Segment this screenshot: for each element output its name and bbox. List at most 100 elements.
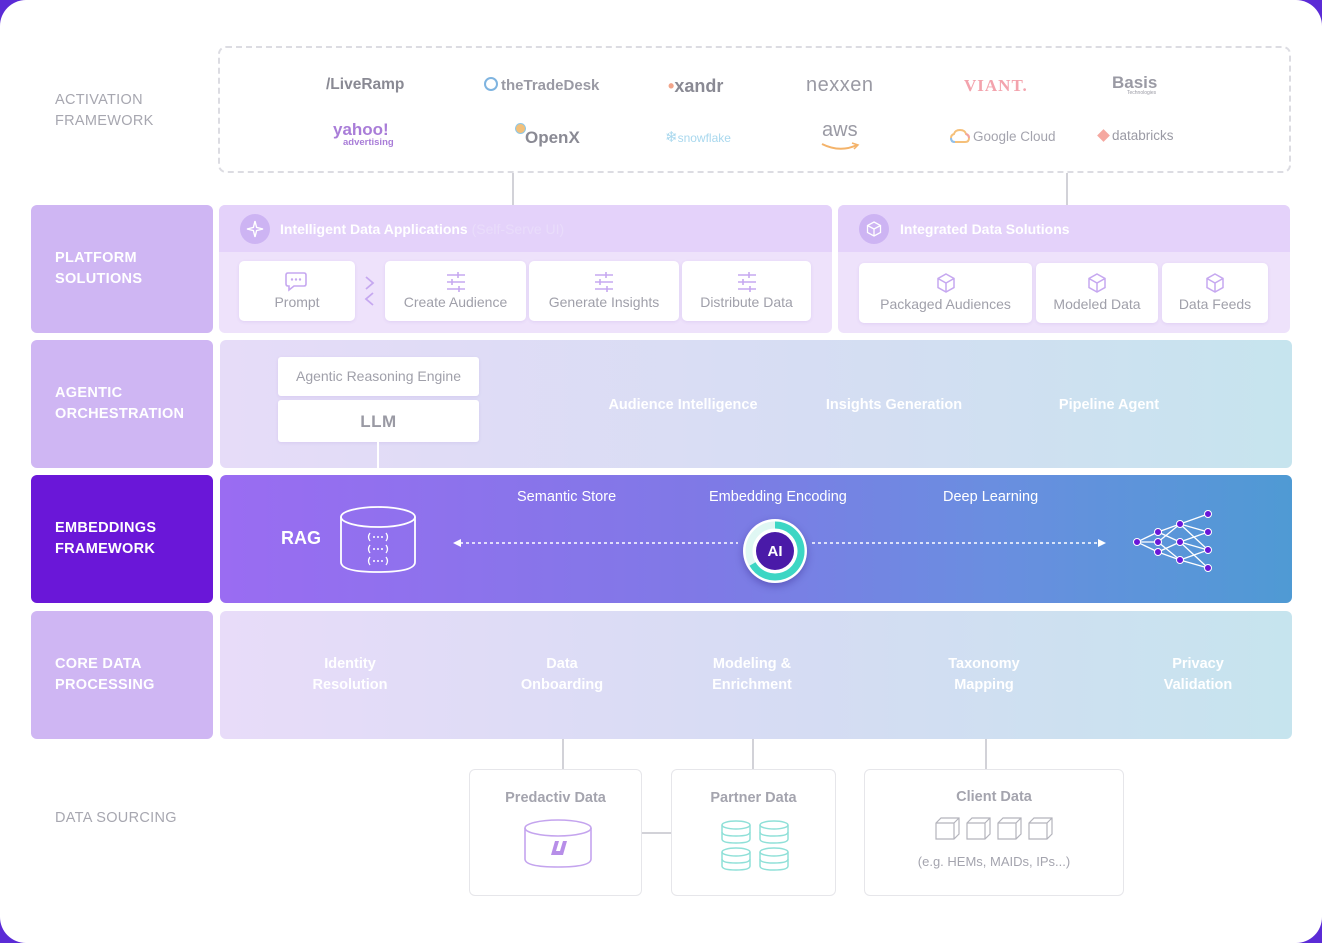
row-label-platform-text: PLATFORM SOLUTIONS: [55, 250, 143, 287]
logo-openx: OpenX: [515, 123, 580, 148]
card-packaged-audiences[interactable]: Packaged Audiences: [859, 263, 1032, 323]
core-item-data-onboarding: Data Onboarding: [520, 656, 604, 693]
neural-network-icon: [1133, 510, 1212, 572]
logo-tradedesk-text: theTradeDesk: [501, 77, 600, 94]
connector-client: [985, 739, 987, 770]
source-predactiv-title: Predactiv Data: [505, 790, 606, 806]
logo-basis-text: Basis: [1112, 73, 1158, 92]
agentic-item-insights-generation: Insights Generation: [825, 397, 963, 413]
logo-openx-text: OpenX: [525, 128, 580, 147]
embeddings-deep-learning: Deep Learning: [943, 489, 1039, 505]
logo-basis-sub: Technologies: [1127, 90, 1157, 96]
llm-label: LLM: [360, 412, 397, 431]
logo-snowflake: ❄snowflake: [665, 128, 731, 146]
source-client-note: (e.g. HEMs, MAIDs, IPs...): [917, 854, 1071, 869]
card-modeled-data-label: Modeled Data: [1053, 296, 1141, 312]
band-core: [220, 611, 1292, 739]
row-label-embeddings-text: EMBEDDINGS FRAMEWORK: [55, 520, 157, 557]
sliders-icon: [529, 271, 679, 293]
logo-snowflake-text: snowflake: [677, 131, 731, 145]
logo-databricks-text: databricks: [1112, 128, 1174, 143]
card-create-audience[interactable]: Create Audience: [385, 261, 526, 321]
rag-label: RAG: [281, 528, 321, 548]
activation-logos-box: [218, 46, 1291, 173]
embeddings-embedding-encoding: Embedding Encoding: [709, 489, 847, 505]
connector-activation-ida: [512, 173, 514, 205]
connector-partner: [752, 739, 754, 770]
sliders-icon: [682, 271, 811, 293]
client-cubes-icon: [935, 817, 1053, 840]
logo-tradedesk: theTradeDesk: [484, 77, 599, 94]
agentic-reasoning-engine-label: Agentic Reasoning Engine: [295, 368, 461, 384]
logo-liveramp: /LiveRamp: [326, 76, 405, 93]
logo-viant: VIANT.: [964, 76, 1028, 95]
panel-ida-subtitle: (Self-Serve UI): [467, 221, 565, 237]
predactiv-database-icon: [524, 819, 592, 868]
card-packaged-audiences-label: Packaged Audiences: [880, 296, 1011, 312]
panel-ids-header: [838, 205, 1290, 252]
chevrons-icon: [362, 275, 376, 312]
card-create-audience-label: Create Audience: [403, 294, 508, 310]
source-partner-title: Partner Data: [710, 790, 797, 806]
card-data-feeds-label: Data Feeds: [1178, 296, 1252, 312]
logo-aws: aws: [821, 119, 860, 150]
llm-box[interactable]: LLM: [278, 400, 479, 442]
row-label-sourcing: DATA SOURCING: [55, 810, 177, 826]
agentic-reasoning-engine[interactable]: Agentic Reasoning Engine: [278, 357, 479, 396]
tradedesk-icon: [484, 77, 498, 91]
core-item-privacy-validation: Privacy Validation: [1163, 656, 1233, 693]
row-label-platform: PLATFORM SOLUTIONS: [31, 205, 213, 333]
cube-icon: [859, 273, 1032, 293]
aws-smile-icon: [821, 142, 860, 150]
logo-googlecloud: Google Cloud: [949, 128, 1056, 144]
logo-xandr-text: xandr: [674, 76, 724, 96]
panel-ids-title: Integrated Data Solutions: [900, 221, 1070, 237]
cube-icon: [859, 214, 889, 244]
logo-databricks: databricks: [1097, 128, 1174, 143]
connector-predactiv-partner: [641, 832, 672, 834]
arrow-left-icon: [453, 539, 1106, 547]
source-client-data[interactable]: Client Data (e.g. HEMs, MAIDs, IPs...): [864, 769, 1124, 896]
agentic-item-pipeline-agent: Pipeline Agent: [1058, 397, 1160, 413]
database-icon: [339, 505, 419, 580]
source-partner-data[interactable]: Partner Data: [671, 769, 836, 896]
panel-ida-title: Intelligent Data Applications (Self-Serv…: [280, 221, 564, 237]
card-data-feeds[interactable]: Data Feeds: [1162, 263, 1268, 323]
core-item-modeling-enrichment: Modeling & Enrichment: [712, 656, 792, 693]
card-modeled-data[interactable]: Modeled Data: [1036, 263, 1158, 323]
card-generate-insights[interactable]: Generate Insights: [529, 261, 679, 321]
row-label-embeddings: EMBEDDINGS FRAMEWORK: [31, 475, 213, 603]
connector-activation-ids: [1066, 173, 1068, 205]
logo-basis: Basis Technologies: [1112, 73, 1157, 96]
card-prompt-label: Prompt: [274, 294, 320, 310]
embeddings-semantic-store: Semantic Store: [517, 489, 617, 505]
row-label-agentic: AGENTIC ORCHESTRATION: [31, 340, 213, 468]
logo-xandr: •xandr: [668, 76, 723, 97]
partner-databases-icon: [721, 820, 789, 871]
sparkle-icon: [240, 214, 270, 244]
panel-ida-title-text: Intelligent Data Applications: [280, 221, 468, 237]
cube-icon: [1036, 273, 1158, 293]
openx-icon: [515, 123, 526, 134]
card-prompt[interactable]: Prompt: [239, 261, 355, 321]
google-cloud-icon: [949, 128, 971, 143]
agentic-item-audience-intelligence: Audience Intelligence: [608, 397, 758, 413]
logo-aws-text: aws: [822, 119, 858, 141]
source-predactiv-data[interactable]: Predactiv Data: [469, 769, 642, 896]
source-client-title: Client Data: [956, 789, 1032, 805]
row-label-activation: ACTIVATION FRAMEWORK: [55, 92, 154, 129]
panel-integrated-data-solutions: Integrated Data Solutions Packaged Audie…: [838, 205, 1290, 333]
panel-intelligent-data-applications: Intelligent Data Applications (Self-Serv…: [219, 205, 832, 333]
databricks-icon: [1097, 129, 1110, 142]
logo-yahoo: yahoo! advertising: [333, 120, 394, 148]
card-generate-insights-label: Generate Insights: [548, 294, 660, 310]
card-distribute-data[interactable]: Distribute Data: [682, 261, 811, 321]
core-item-taxonomy-mapping: Taxonomy Mapping: [948, 656, 1020, 693]
row-label-core: CORE DATA PROCESSING: [31, 611, 213, 739]
row-label-agentic-text: AGENTIC ORCHESTRATION: [55, 385, 185, 422]
ai-badge: AI: [743, 519, 807, 583]
logo-nexxen: nexxen: [806, 74, 874, 96]
logo-yahoo-text: yahoo!: [333, 120, 389, 139]
card-distribute-data-label: Distribute Data: [700, 294, 793, 310]
